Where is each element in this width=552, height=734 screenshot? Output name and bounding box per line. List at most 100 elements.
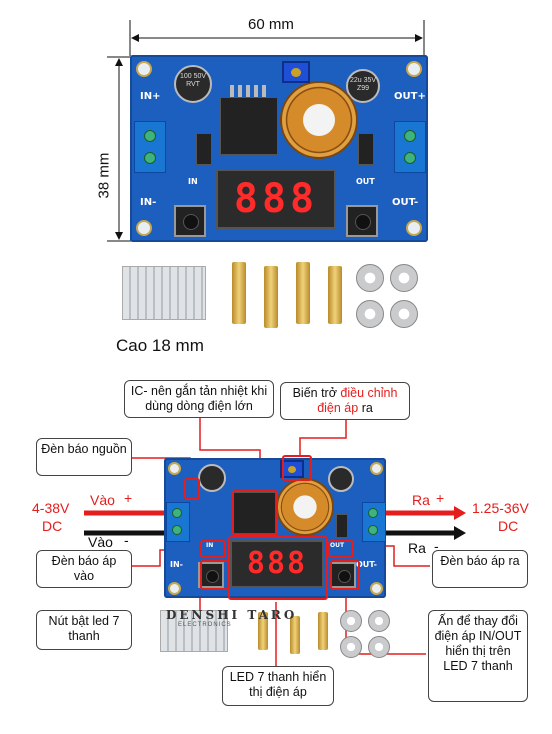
screw xyxy=(172,525,182,535)
out-minus-label: OUT- xyxy=(356,560,377,569)
height-label: 38 mm xyxy=(95,152,113,199)
input-range: 4-38V xyxy=(32,500,70,516)
hex-nut xyxy=(368,610,390,632)
input-capacitor: 100 50V RVT xyxy=(174,65,212,103)
width-dimension-line xyxy=(129,20,425,56)
input-terminal xyxy=(166,502,190,542)
ic-highlight xyxy=(232,490,278,536)
button-callout: Nút bật led 7 thanh xyxy=(36,610,132,650)
mount-hole xyxy=(406,61,422,77)
press-callout: Ấn để thay đổi điện áp IN/OUT hiển thị t… xyxy=(428,610,528,702)
toroid-inductor xyxy=(280,81,358,159)
output-plus-sign: + xyxy=(436,490,445,506)
diode xyxy=(196,133,212,165)
input-dc: DC xyxy=(42,518,63,534)
output-terminal xyxy=(362,502,386,542)
display-button[interactable] xyxy=(174,205,206,237)
display-highlight xyxy=(228,536,328,600)
led-display: 888 xyxy=(230,540,324,588)
pot-callout-highlight: điều chỉnh điện áp xyxy=(317,386,398,415)
display-callout: LED 7 thanh hiển thị điện áp xyxy=(222,666,334,706)
brass-standoff xyxy=(258,612,268,650)
brass-standoff xyxy=(318,612,328,650)
in-minus-label: IN- xyxy=(170,560,183,569)
output-capacitor: 22u 35V Z99 xyxy=(346,69,380,103)
hex-nut xyxy=(340,610,362,632)
led-display: 888 xyxy=(216,169,336,229)
ic-pin xyxy=(262,85,266,97)
regulator-ic xyxy=(232,492,276,534)
output-range: 1.25-36V xyxy=(472,500,529,516)
hex-nut xyxy=(340,636,362,658)
heatsink xyxy=(122,266,206,320)
ic-pin xyxy=(230,85,234,97)
out-led-callout: Đèn báo áp ra xyxy=(432,550,528,588)
hex-nut xyxy=(390,300,418,328)
regulator-ic xyxy=(220,97,278,155)
width-label: 60 mm xyxy=(248,16,294,33)
pot-callout-prefix: Biến trở xyxy=(292,386,337,400)
watermark-text: DENSHI TARO xyxy=(166,608,298,622)
output-dc: DC xyxy=(498,518,519,534)
in-led-highlight xyxy=(200,540,226,558)
in-out-toggle-button[interactable] xyxy=(330,562,356,588)
in-out-toggle-button[interactable] xyxy=(346,205,378,237)
input-plus-label: Vào xyxy=(90,492,115,508)
pot-highlight xyxy=(282,455,312,481)
output-minus-label: Ra xyxy=(408,540,426,556)
in-minus-label: IN- xyxy=(140,197,157,208)
ic-pin xyxy=(246,85,250,97)
button-highlight xyxy=(200,560,230,590)
brass-standoff xyxy=(296,262,310,324)
screw xyxy=(404,152,416,164)
output-terminal xyxy=(394,121,426,173)
display-button[interactable] xyxy=(198,562,224,588)
mount-hole xyxy=(370,462,383,475)
out-led-highlight xyxy=(328,540,354,558)
watermark-sub: ELECTRONICS xyxy=(178,622,232,628)
in-small-label: IN xyxy=(206,542,214,549)
input-minus-label: Vào xyxy=(88,534,113,550)
screw xyxy=(144,152,156,164)
ic-callout: IC- nên gắn tản nhiệt khi dùng dòng điện… xyxy=(124,380,274,418)
out-minus-label: OUT- xyxy=(392,197,419,208)
hex-nut xyxy=(356,264,384,292)
screw xyxy=(144,130,156,142)
output-capacitor xyxy=(328,466,354,492)
mount-hole xyxy=(136,220,152,236)
in-led-callout: Đèn báo áp vào xyxy=(36,550,132,588)
input-capacitor xyxy=(198,464,226,492)
heatsink xyxy=(160,610,228,652)
out-plus-label: OUT+ xyxy=(394,91,426,102)
screw xyxy=(368,525,378,535)
screw xyxy=(404,130,416,142)
mount-hole xyxy=(168,462,181,475)
output-minus-sign: - xyxy=(434,538,439,554)
out-small-label: OUT xyxy=(356,177,375,186)
toggle-highlight xyxy=(330,560,360,590)
hex-nut xyxy=(390,264,418,292)
hex-nut xyxy=(368,636,390,658)
top-board: IN+ IN- OUT+ OUT- IN OUT 100 50V RVT 22u… xyxy=(130,55,428,242)
power-led-highlight xyxy=(184,478,200,500)
trimmer-potentiometer xyxy=(282,61,310,83)
screw xyxy=(368,508,378,518)
output-plus-label: Ra xyxy=(412,492,430,508)
mount-hole xyxy=(136,61,152,77)
trimmer-potentiometer xyxy=(280,460,304,478)
out-small-label: OUT xyxy=(330,542,345,549)
brass-standoff xyxy=(290,616,300,654)
hex-nut xyxy=(356,300,384,328)
diode xyxy=(336,514,348,538)
in-small-label: IN xyxy=(188,177,198,186)
mount-hole xyxy=(168,582,181,595)
ic-pin xyxy=(254,85,258,97)
brass-standoff xyxy=(328,266,342,324)
power-led-callout: Đèn báo nguồn xyxy=(36,438,132,476)
diode xyxy=(358,133,374,165)
pot-callout: Biến trở điều chỉnh điện áp ra xyxy=(280,382,410,420)
toroid-inductor xyxy=(276,478,334,536)
in-plus-label: IN+ xyxy=(140,91,161,102)
watermark-logo: DENSHI TARO xyxy=(166,608,297,622)
screw xyxy=(172,508,182,518)
